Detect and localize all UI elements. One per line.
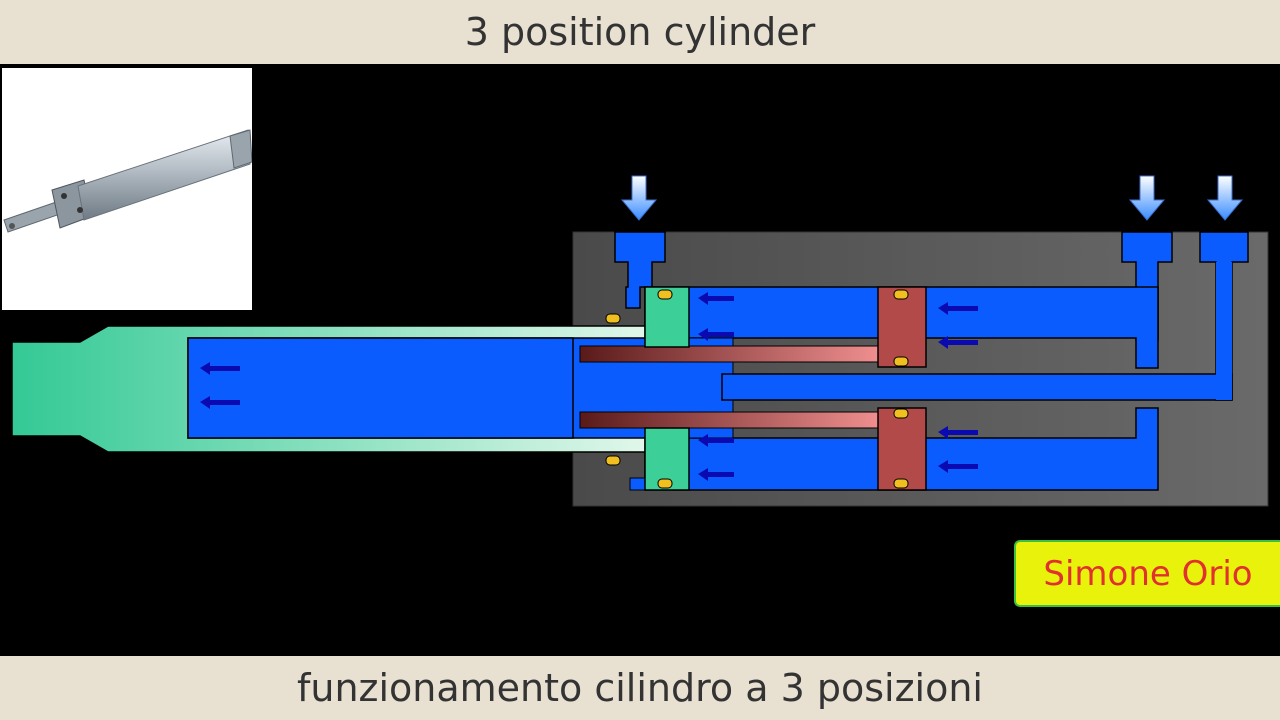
red-rod-upper bbox=[579, 345, 881, 363]
caption-bar: funzionamento cilindro a 3 posizioni bbox=[0, 656, 1280, 720]
page-title: 3 position cylinder bbox=[464, 10, 816, 54]
author-badge: Simone Orio bbox=[1014, 540, 1280, 607]
seal-icon bbox=[605, 289, 909, 489]
feed-tube bbox=[721, 373, 1233, 401]
red-piston-upper bbox=[877, 286, 927, 368]
title-bar: 3 position cylinder bbox=[0, 0, 1280, 64]
red-piston-lower bbox=[877, 407, 927, 491]
page-caption: funzionamento cilindro a 3 posizioni bbox=[296, 666, 983, 710]
inlet-port-left bbox=[614, 231, 666, 309]
flow-arrow-icon bbox=[200, 292, 978, 481]
author-name: Simone Orio bbox=[1043, 553, 1253, 594]
rod-inner-chamber bbox=[187, 337, 574, 439]
cylinder-photo bbox=[2, 68, 252, 310]
red-rod-lower bbox=[579, 411, 881, 429]
inlet-arrow-icon bbox=[620, 175, 1244, 221]
